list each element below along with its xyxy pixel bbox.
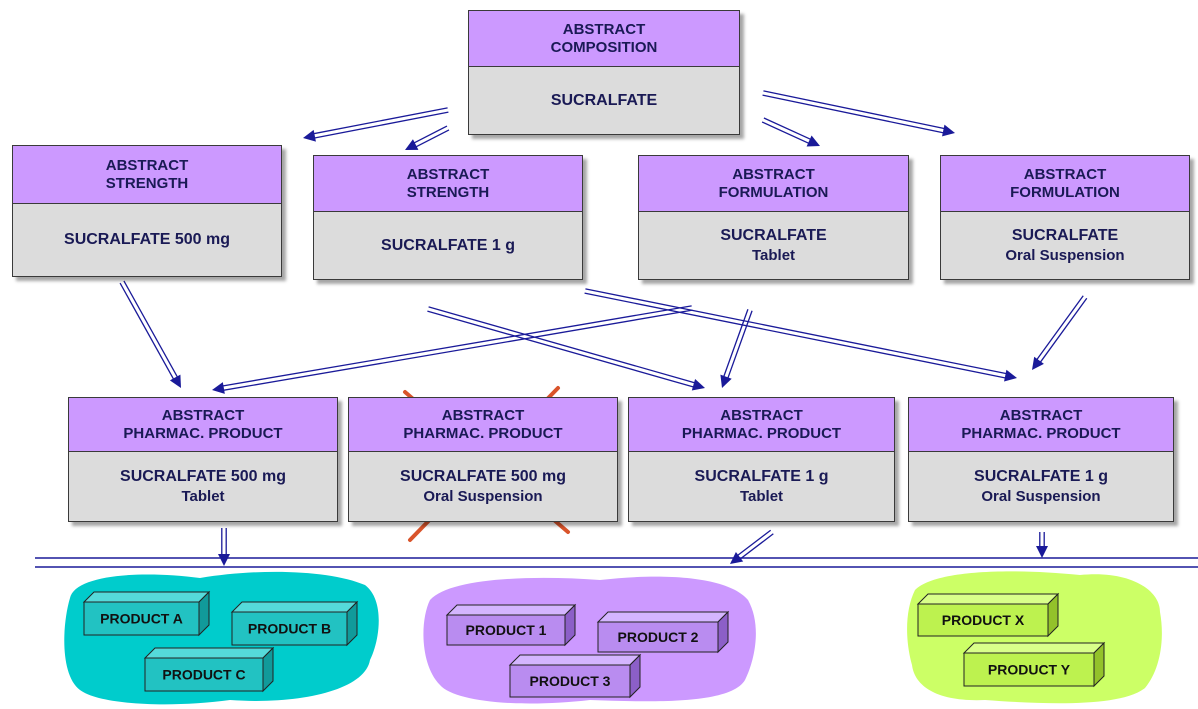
node-body-line1: SUCRALFATE [550, 91, 658, 109]
abstract-strength-node-1g: ABSTRACT STRENGTH SUCRALFATE 1 g [313, 155, 583, 280]
product-x-box: PRODUCT X [916, 592, 1060, 638]
node-body-line1: SUCRALFATE 1 g [694, 467, 829, 485]
product-c-box: PRODUCT C [143, 646, 275, 693]
abstract-pharmac-product-node-500mg-tablet: ABSTRACT PHARMAC. PRODUCT SUCRALFATE 500… [68, 397, 338, 522]
node-header: ABSTRACT STRENGTH [314, 156, 582, 212]
node-body: SUCRALFATE 1 g Oral Suspension [909, 452, 1173, 521]
node-header: ABSTRACT FORMULATION [941, 156, 1189, 212]
node-body: SUCRALFATE Tablet [639, 212, 908, 279]
node-title-line1: ABSTRACT [406, 165, 490, 183]
node-title-line1: ABSTRACT [720, 406, 803, 424]
node-body: SUCRALFATE 1 g Tablet [629, 452, 894, 521]
node-header: ABSTRACT COMPOSITION [469, 11, 739, 67]
divider-line [35, 557, 1198, 568]
arrow-formulation-tablet-to-product-500mg-tablet [212, 305, 693, 394]
node-body-line1: SUCRALFATE 1 g [381, 236, 515, 254]
node-body: SUCRALFATE Oral Suspension [941, 212, 1189, 279]
product-label: PRODUCT Y [988, 662, 1071, 678]
arrow-composition-to-formulation-tablet [761, 117, 820, 147]
node-body-line2: Tablet [751, 246, 796, 264]
product-label: PRODUCT C [162, 667, 245, 683]
arrow-strength-1g-to-product-1g-tablet [427, 306, 705, 391]
node-header: ABSTRACT PHARMAC. PRODUCT [909, 398, 1173, 452]
node-title-line1: ABSTRACT [161, 406, 245, 424]
node-title-line2: STRENGTH [406, 183, 490, 201]
node-title-line2: COMPOSITION [550, 38, 658, 56]
node-title-line2: PHARMAC. PRODUCT [681, 424, 842, 442]
product-label: PRODUCT B [248, 621, 331, 637]
arrows [119, 90, 1088, 566]
node-body-line1: SUCRALFATE [1011, 226, 1119, 244]
node-body-line2: Tablet [181, 487, 225, 505]
product-label: PRODUCT X [942, 612, 1025, 628]
node-title-line2: PHARMAC. PRODUCT [123, 424, 283, 442]
product-a-box: PRODUCT A [82, 590, 211, 637]
product-label: PRODUCT 1 [466, 622, 547, 638]
node-title-line1: ABSTRACT [732, 165, 815, 183]
abstract-pharmac-product-node-1g-oral-suspension: ABSTRACT PHARMAC. PRODUCT SUCRALFATE 1 g… [908, 397, 1174, 522]
product-label: PRODUCT 3 [530, 673, 611, 689]
node-title-line1: ABSTRACT [999, 406, 1083, 424]
node-body-line1: SUCRALFATE 500 mg [400, 467, 566, 485]
node-body: SUCRALFATE 1 g [314, 212, 582, 279]
node-title-line2: PHARMAC. PRODUCT [403, 424, 563, 442]
node-title-line2: STRENGTH [105, 174, 189, 192]
node-body: SUCRALFATE 500 mg Tablet [69, 452, 337, 521]
node-body-line2: Oral Suspension [423, 487, 543, 505]
node-title-line1: ABSTRACT [1023, 165, 1107, 183]
node-header: ABSTRACT FORMULATION [639, 156, 908, 212]
product-label: PRODUCT A [100, 611, 183, 627]
arrow-composition-to-formulation-oral-suspension [762, 90, 955, 137]
node-body: SUCRALFATE 500 mg [13, 204, 281, 276]
arrow-composition-to-strength-500mg [303, 107, 449, 142]
product-3-box: PRODUCT 3 [508, 653, 642, 699]
product-y-box: PRODUCT Y [962, 641, 1106, 688]
abstract-composition-node: ABSTRACT COMPOSITION SUCRALFATE [468, 10, 740, 135]
arrow-composition-to-strength-1g [405, 125, 450, 150]
arrow-formulation-oral-suspension-to-product-1g-oral-suspension [1032, 295, 1088, 370]
abstract-formulation-node-tablet: ABSTRACT FORMULATION SUCRALFATE Tablet [638, 155, 909, 280]
node-title-line1: ABSTRACT [105, 156, 189, 174]
node-title-line2: FORMULATION [718, 183, 829, 201]
abstract-pharmac-product-node-1g-tablet: ABSTRACT PHARMAC. PRODUCT SUCRALFATE 1 g… [628, 397, 895, 522]
node-title-line1: ABSTRACT [562, 20, 646, 38]
node-body-line1: SUCRALFATE 500 mg [120, 467, 286, 485]
node-body-line2: Oral Suspension [1005, 246, 1125, 264]
node-body: SUCRALFATE [469, 67, 739, 134]
product-2-box: PRODUCT 2 [596, 610, 730, 654]
product-label: PRODUCT 2 [618, 629, 699, 645]
node-header: ABSTRACT PHARMAC. PRODUCT [69, 398, 337, 452]
node-title-line1: ABSTRACT [441, 406, 525, 424]
arrow-strength-1g-to-product-1g-oral-suspension [584, 288, 1017, 382]
arrow-product-500mg-tablet-to-products [218, 528, 230, 566]
arrow-product-1g-oral-suspension-to-products [1036, 532, 1048, 558]
node-body: SUCRALFATE 500 mg Oral Suspension [349, 452, 617, 521]
node-body-line2: Oral Suspension [981, 487, 1101, 505]
node-body-line1: SUCRALFATE [720, 226, 827, 244]
node-body-line2: Tablet [739, 487, 784, 505]
node-body-line1: SUCRALFATE 500 mg [64, 231, 230, 248]
node-header: ABSTRACT PHARMAC. PRODUCT [349, 398, 617, 452]
abstract-pharmac-product-node-500mg-oral-suspension: ABSTRACT PHARMAC. PRODUCT SUCRALFATE 500… [348, 397, 618, 522]
abstract-strength-node-500mg: ABSTRACT STRENGTH SUCRALFATE 500 mg [12, 145, 282, 277]
product-boxes: PRODUCT A PRODUCT B PRODUCT C PRODUCT 1 PROD… [82, 590, 1106, 699]
arrow-product-1g-tablet-to-products [730, 529, 774, 564]
arrow-strength-500mg-to-product-500mg-tablet [119, 280, 181, 388]
node-header: ABSTRACT PHARMAC. PRODUCT [629, 398, 894, 452]
product-1-box: PRODUCT 1 [445, 603, 577, 647]
node-header: ABSTRACT STRENGTH [13, 146, 281, 204]
node-title-line2: PHARMAC. PRODUCT [961, 424, 1121, 442]
node-body-line1: SUCRALFATE 1 g [974, 467, 1108, 485]
node-title-line2: FORMULATION [1010, 183, 1120, 201]
product-b-box: PRODUCT B [230, 600, 359, 647]
abstract-formulation-node-oral-suspension: ABSTRACT FORMULATION SUCRALFATE Oral Sus… [940, 155, 1190, 280]
